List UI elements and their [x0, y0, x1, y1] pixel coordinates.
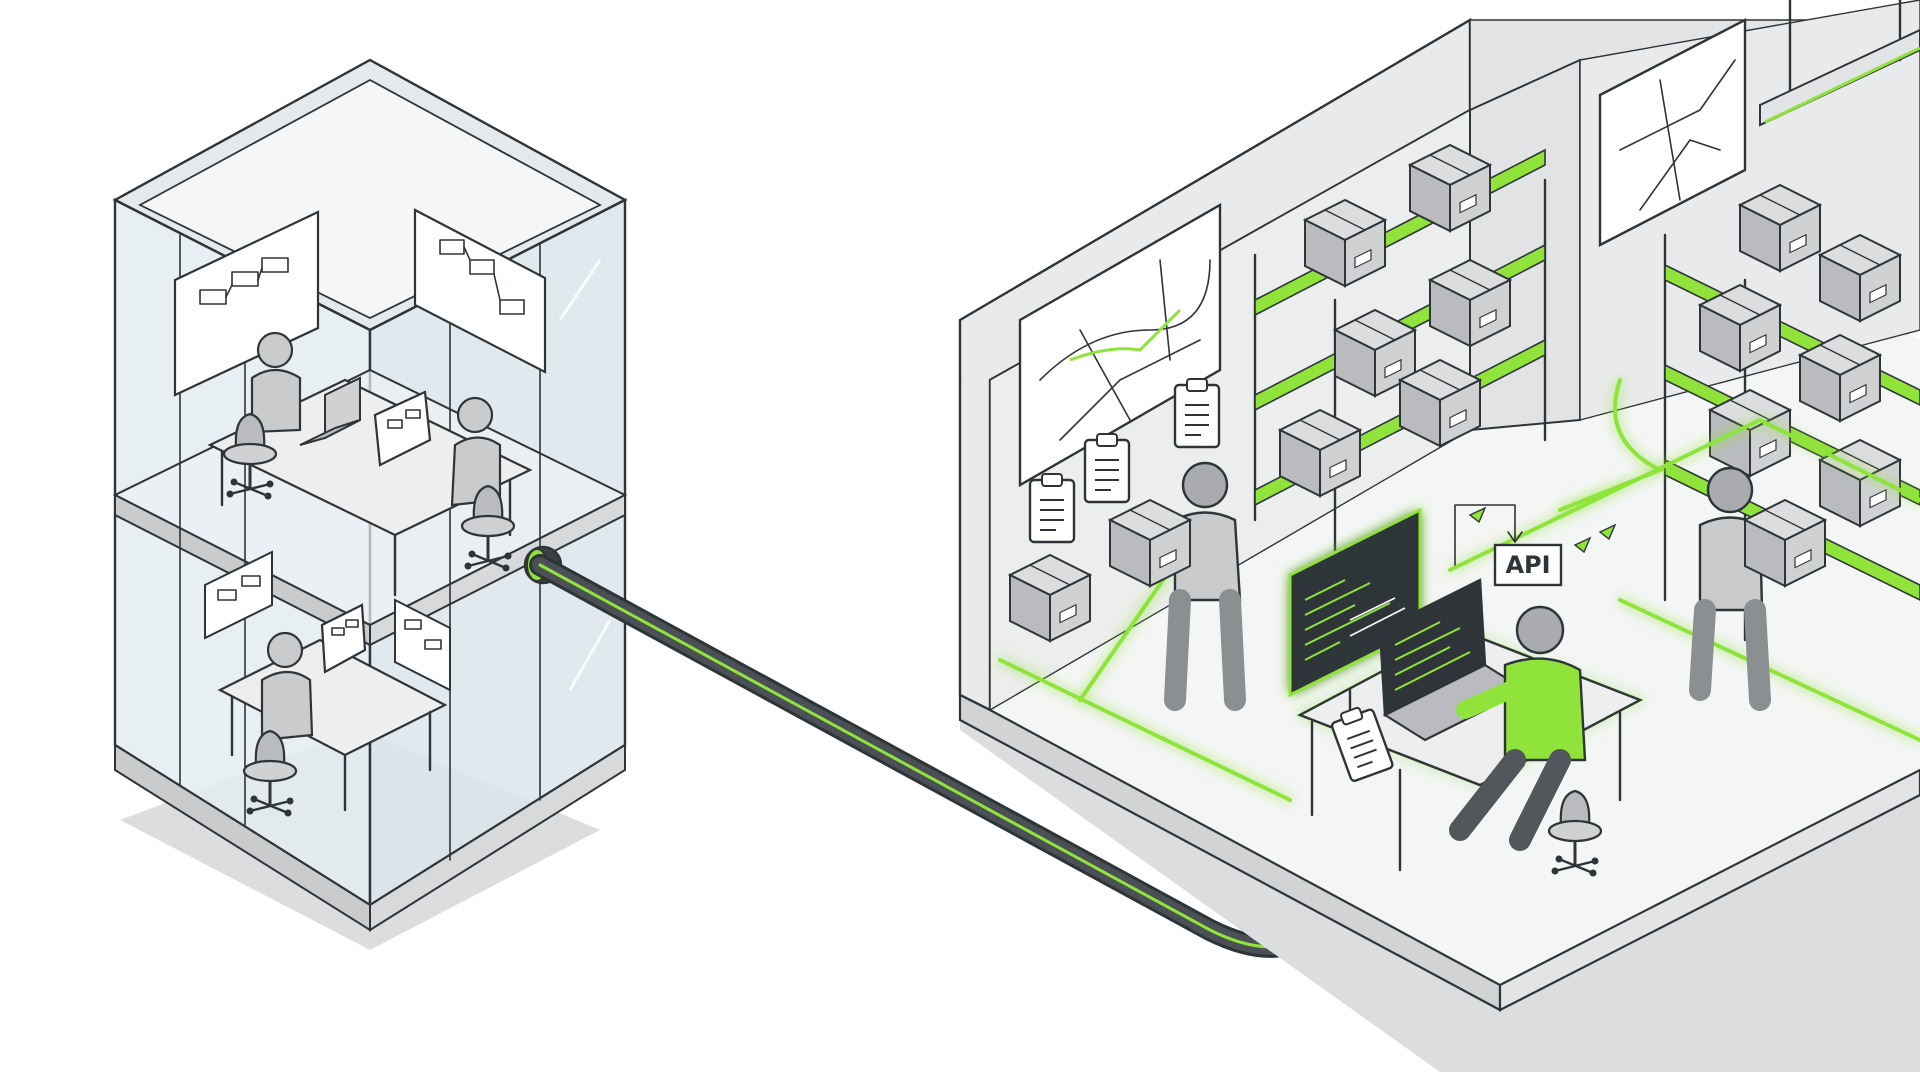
laptop [373, 390, 432, 467]
ceiling-fixture [1759, 0, 1920, 127]
warehouse-room: API [958, 0, 1920, 1072]
glow-route [998, 378, 1920, 802]
laptop [320, 603, 367, 674]
person-working [260, 631, 314, 742]
cardboard-box [1279, 409, 1361, 497]
worker-carrying-box [1689, 466, 1826, 711]
glass-office-building [112, 58, 628, 950]
dataflow-arrows-icon [1468, 506, 1617, 554]
cardboard-box [1709, 389, 1791, 477]
cardboard-box [1739, 184, 1821, 272]
cardboard-box [1819, 234, 1901, 322]
cardboard-box [1399, 359, 1481, 447]
route-map [1018, 202, 1222, 488]
cardboard-box [1699, 284, 1781, 372]
cardboard-box [1799, 334, 1881, 422]
cardboard-box [1009, 554, 1091, 642]
laptop [299, 376, 361, 446]
cardboard-box [1409, 144, 1491, 232]
route-map [1598, 18, 1747, 247]
clipboard-icon [1028, 472, 1076, 544]
cardboard-box [1429, 259, 1511, 347]
api-label: API [1505, 551, 1550, 579]
person-working [250, 331, 302, 434]
api-flow-diagram: API [1454, 504, 1617, 587]
clipboard-icon [1083, 432, 1131, 504]
worker-carrying-box [1109, 461, 1246, 711]
flowchart-board [413, 208, 547, 374]
developer-laptop [1378, 578, 1528, 742]
flowchart-board [204, 550, 273, 640]
cardboard-box [1304, 199, 1386, 287]
flowchart-board [394, 598, 451, 692]
developer [1449, 605, 1587, 851]
clipboard-icon [1173, 377, 1221, 449]
flowchart-board [173, 210, 320, 397]
api-box [1493, 543, 1563, 587]
